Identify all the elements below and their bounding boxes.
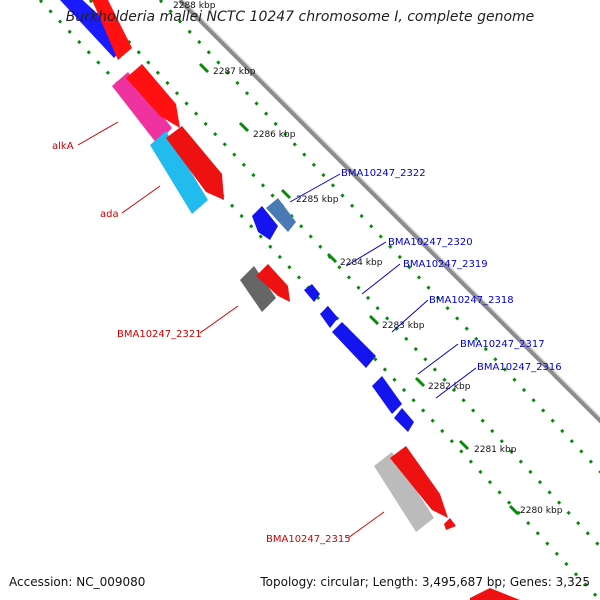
gene-feature[interactable] [166, 126, 224, 200]
accession-text: Accession: NC_009080 [9, 575, 146, 589]
tick-2284: 2284 kbp [340, 258, 383, 268]
gene-BMA10247_2320[interactable] [304, 284, 320, 302]
ruler-ticks [198, 62, 520, 516]
gene-BMA10247_2317[interactable] [372, 376, 402, 414]
label-BMA10247_2322[interactable]: BMA10247_2322 [341, 168, 426, 179]
gene-BMA10247_2318[interactable] [332, 322, 376, 368]
gene-labels: alkA ada BMA10247_2321 BMA10247_2315 BMA… [52, 141, 562, 545]
label-BMA10247_2317[interactable]: BMA10247_2317 [460, 339, 545, 350]
label-BMA10247_2318[interactable]: BMA10247_2318 [429, 295, 514, 306]
tick-2287: 2287 kbp [213, 67, 256, 77]
label-alkA[interactable]: alkA [52, 141, 74, 152]
gene-feature[interactable] [126, 64, 180, 128]
backbone-highlight [181, 0, 600, 419]
gene-ada[interactable] [150, 131, 208, 214]
gene-feature[interactable] [266, 198, 296, 232]
gene-alkA[interactable] [112, 72, 172, 144]
tick-2283: 2283 kbp [382, 321, 425, 331]
label-ada[interactable]: ada [100, 209, 119, 220]
tick-2282: 2282 kbp [428, 382, 471, 392]
gene-feature[interactable] [92, 0, 132, 60]
tick-2288: 2288 kbp [173, 1, 216, 11]
gene-feature[interactable] [444, 518, 456, 530]
tick-2286: 2286 kbp [253, 130, 296, 140]
ruler-labels: 2288 kbp 2287 kbp 2286 kbp 2285 kbp 2284… [173, 1, 563, 516]
label-BMA10247_2319[interactable]: BMA10247_2319 [403, 259, 488, 270]
reverse-genes [252, 198, 414, 432]
label-BMA10247_2320[interactable]: BMA10247_2320 [388, 237, 473, 248]
genome-backbone [178, 0, 600, 424]
tick-2285: 2285 kbp [296, 195, 339, 205]
gene-feature[interactable] [390, 446, 448, 518]
topology-summary: Topology: circular; Length: 3,495,687 bp… [260, 575, 590, 589]
label-BMA10247_2315[interactable]: BMA10247_2315 [266, 534, 351, 545]
gene-feature[interactable] [256, 264, 290, 302]
forward-genes [60, 0, 520, 600]
tick-2280: 2280 kbp [520, 506, 563, 516]
gene-BMA10247_2316[interactable] [394, 408, 414, 432]
gene-BMA10247_2321[interactable] [240, 266, 276, 312]
tick-2281: 2281 kbp [474, 445, 517, 455]
label-leaders [77, 121, 477, 539]
gene-feature[interactable] [470, 588, 520, 600]
gene-BMA10247_2319[interactable] [320, 306, 338, 328]
label-BMA10247_2321[interactable]: BMA10247_2321 [117, 329, 202, 340]
gene-BMA10247_2322[interactable] [252, 206, 278, 240]
gene-BMA10247_2315[interactable] [374, 452, 434, 532]
map-title: Burkholderia mallei NCTC 10247 chromosom… [65, 9, 535, 25]
label-BMA10247_2316[interactable]: BMA10247_2316 [477, 362, 562, 373]
